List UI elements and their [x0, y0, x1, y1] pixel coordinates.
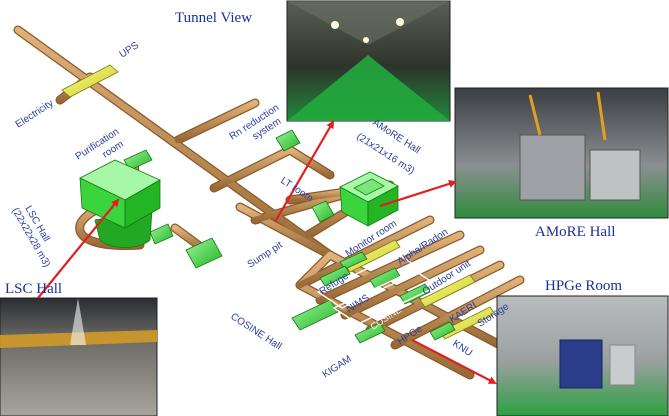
- knu-box: [429, 321, 456, 341]
- inner-frame-2: [332, 269, 440, 325]
- ups-block: [61, 64, 119, 98]
- label-electricity: Electricity: [14, 98, 56, 131]
- arrow-tunnel-view: [274, 120, 335, 223]
- title-hpge-room: HPGe Room: [545, 278, 622, 294]
- label-knu: KNU: [450, 338, 474, 359]
- title-tunnel-view: Tunnel View: [175, 10, 252, 26]
- rn-reduction-room: [275, 129, 301, 152]
- label-cosine-hall: COSINE Hall: [228, 311, 283, 352]
- kaeri-box: [399, 283, 431, 305]
- label-sump-pit: Sump pit: [246, 240, 285, 271]
- kigam-box: [354, 322, 386, 344]
- small-room-b: [185, 237, 223, 269]
- pointer-arrows: [37, 120, 497, 384]
- amore-hall-photo: [454, 87, 669, 219]
- title-amore-hall: AMoRE Hall: [535, 224, 615, 240]
- arrow-hpge-room: [411, 339, 497, 384]
- lsc-hall-photo: [0, 297, 158, 416]
- label-kigam: KIGAM: [321, 354, 354, 381]
- outdoor-unit-block: [419, 274, 476, 308]
- inner-frame: [316, 253, 424, 309]
- label-ups: UPS: [118, 40, 142, 61]
- amore-hall-box: [339, 171, 399, 227]
- lt-room-box: [311, 200, 335, 223]
- alpha-radon-block: [344, 239, 401, 273]
- green-rooms: [79, 129, 456, 344]
- small-room-a: [149, 223, 174, 245]
- hpge-room-photo: [496, 295, 669, 416]
- refuge-box: [319, 265, 351, 287]
- arrow-lsc-hall: [37, 198, 120, 299]
- title-lsc-hall: LSC Hall: [5, 281, 62, 297]
- tunnel-view-photo: [286, 0, 451, 122]
- cosine-hall-box: [291, 299, 339, 331]
- lsc-hall-box: [79, 159, 161, 248]
- arrow-amore-hall: [379, 180, 457, 208]
